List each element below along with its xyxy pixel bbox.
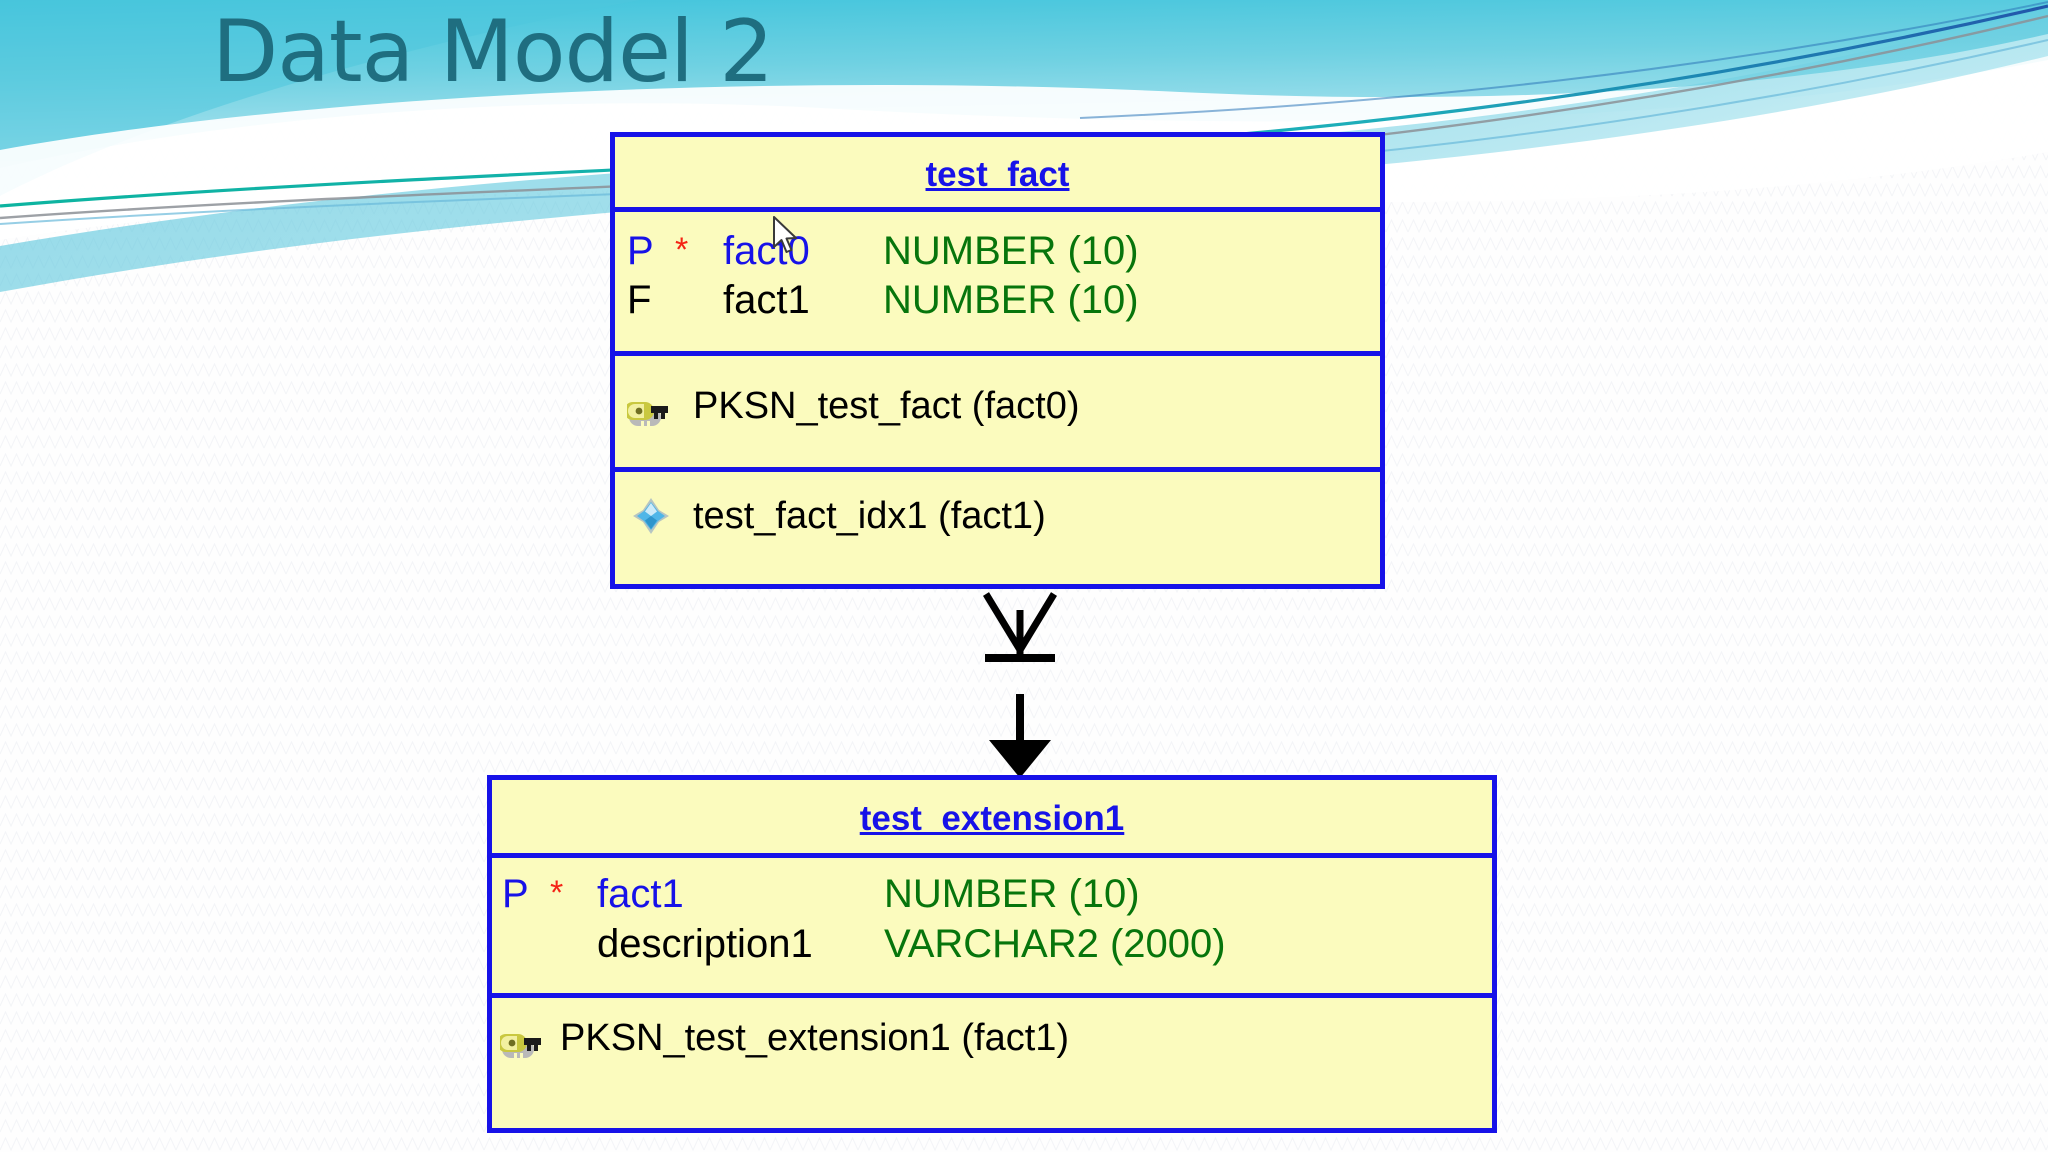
attribute-name: fact1	[723, 278, 810, 322]
index-list-test-fact: test_fact_idx1 (fact1)	[615, 472, 1380, 579]
relationship-connector[interactable]	[930, 588, 1110, 778]
attribute-list-test-extension1: P * fact1 NUMBER (10) description1 VARCH…	[492, 858, 1492, 998]
key-list-test-fact: PKSN_test_fact (fact0)	[615, 356, 1380, 472]
list-item[interactable]: PKSN_test_extension1 (fact1)	[492, 1010, 1492, 1066]
attribute-datatype: NUMBER (10)	[884, 872, 1140, 916]
primary-key-icon	[497, 1020, 546, 1076]
attribute-datatype: NUMBER (10)	[883, 229, 1139, 273]
entity-title: test_extension1	[859, 799, 1125, 838]
table-row[interactable]: P * fact0 NUMBER (10)	[615, 229, 1380, 279]
attribute-datatype: VARCHAR2 (2000)	[884, 922, 1226, 966]
attribute-name: fact1	[597, 872, 684, 916]
attribute-key-flag: P	[502, 872, 529, 916]
mouse-arrow-cursor	[772, 216, 802, 258]
index-label: test_fact_idx1 (fact1)	[693, 495, 1046, 537]
entity-box-test-fact[interactable]: test_fact P * fact0 NUMBER (10) F fact1 …	[610, 132, 1385, 589]
key-list-test-extension1: PKSN_test_extension1 (fact1)	[492, 998, 1492, 1128]
table-row[interactable]: F fact1 NUMBER (10)	[615, 278, 1380, 328]
index-diamond-icon	[631, 496, 671, 552]
attribute-datatype: NUMBER (10)	[883, 278, 1139, 322]
primary-key-icon	[624, 388, 673, 444]
attribute-name: description1	[597, 922, 813, 966]
attribute-key-flag: P	[627, 229, 654, 273]
entity-box-test-extension1[interactable]: test_extension1 P * fact1 NUMBER (10) de…	[487, 775, 1497, 1133]
list-item[interactable]: test_fact_idx1 (fact1)	[615, 488, 1380, 544]
entity-title: test_fact	[925, 155, 1070, 194]
crows-foot-connector-icon	[983, 592, 1057, 778]
attribute-key-flag: F	[627, 278, 652, 322]
key-label: PKSN_test_fact (fact0)	[693, 385, 1080, 427]
table-row[interactable]: description1 VARCHAR2 (2000)	[492, 922, 1492, 972]
entity-header-test-fact: test_fact	[615, 137, 1380, 212]
attribute-list-test-fact: P * fact0 NUMBER (10) F fact1 NUMBER (10…	[615, 212, 1380, 356]
attribute-required-marker: *	[675, 231, 689, 269]
attribute-required-marker: *	[550, 874, 564, 912]
list-item[interactable]: PKSN_test_fact (fact0)	[615, 378, 1380, 434]
entity-header-test-extension1: test_extension1	[492, 780, 1492, 858]
key-label: PKSN_test_extension1 (fact1)	[560, 1017, 1070, 1059]
table-row[interactable]: P * fact1 NUMBER (10)	[492, 872, 1492, 922]
page-title: Data Model 2	[212, 2, 774, 102]
